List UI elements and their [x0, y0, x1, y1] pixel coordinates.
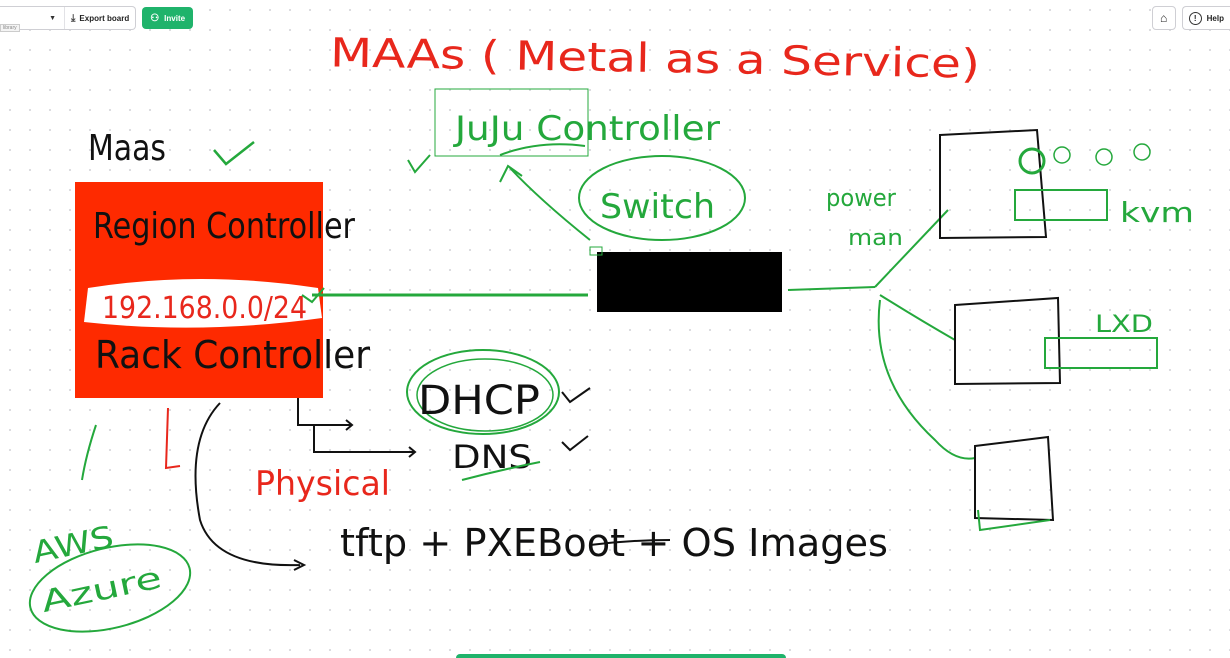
switch-to-servers-link[interactable]: [787, 286, 876, 291]
home-icon: ⌂: [1160, 11, 1168, 25]
exclamation-circle-icon: !: [1188, 11, 1202, 25]
rack-to-dhcp-line[interactable]: [297, 398, 354, 431]
switch-box[interactable]: [597, 252, 782, 312]
invite-button[interactable]: ⚇ Invite: [142, 7, 194, 29]
subnet-text[interactable]: 192.168.0.0/24: [102, 291, 307, 326]
vm-circle-1[interactable]: [1018, 147, 1046, 175]
chevron-down-icon: ▼: [49, 14, 56, 22]
dhcp-circle-inner[interactable]: [416, 358, 554, 432]
lxd-frame[interactable]: [1044, 337, 1158, 369]
switch-bubble[interactable]: [578, 155, 746, 241]
library-tag: library: [0, 24, 20, 32]
rack-controller-text[interactable]: Rack Controller: [95, 333, 370, 377]
kvm-text[interactable]: kvm: [1120, 196, 1194, 229]
vm-circle-2[interactable]: [1053, 146, 1071, 164]
vm-circle-4[interactable]: [1133, 143, 1151, 161]
subnet-highlight[interactable]: [84, 279, 322, 328]
cloud-arrow-green[interactable]: [81, 424, 97, 481]
switch-tab[interactable]: [589, 246, 603, 256]
dhcp-circle[interactable]: [406, 349, 560, 435]
juju-controller-text[interactable]: JuJu Controller: [453, 109, 720, 149]
server-box-1[interactable]: [939, 128, 1048, 240]
server-3-base[interactable]: [977, 509, 1051, 532]
kvm-frame[interactable]: [1014, 189, 1108, 221]
region-controller-text[interactable]: Region Controller: [93, 206, 355, 247]
rack-to-tftp-curve[interactable]: [194, 402, 307, 571]
add-user-icon: ⚇: [150, 12, 160, 24]
board-menu-button[interactable]: ▼: [0, 7, 64, 29]
dns-check[interactable]: [561, 435, 589, 452]
board-actions-group: ▼ ⤓ Export board: [0, 6, 137, 30]
rack-to-dns-line[interactable]: [313, 425, 417, 458]
juju-frame[interactable]: [434, 88, 589, 157]
vm-circle-3[interactable]: [1095, 148, 1113, 166]
cloud-circle[interactable]: [21, 529, 199, 646]
download-icon: ⤓: [71, 12, 76, 24]
dns-underline[interactable]: [461, 461, 541, 481]
maas-text[interactable]: Maas: [88, 128, 166, 169]
server-branch-mid[interactable]: [879, 294, 956, 341]
server-box-2[interactable]: [954, 296, 1062, 386]
bottom-panel-tab[interactable]: [456, 654, 786, 658]
cloud-arrow-red[interactable]: [164, 407, 181, 470]
dhcp-check[interactable]: [561, 387, 591, 404]
man-text[interactable]: man: [848, 226, 903, 251]
server-box-3[interactable]: [974, 435, 1055, 522]
top-left-toolbar: ▼ ⤓ Export board ⚇ Invite: [0, 6, 194, 30]
dhcp-text[interactable]: DHCP: [418, 378, 540, 424]
maas-check[interactable]: [213, 141, 255, 166]
link-check[interactable]: [301, 287, 325, 304]
lxd-text[interactable]: LXD: [1095, 310, 1153, 338]
juju-check[interactable]: [407, 154, 431, 174]
power-text[interactable]: power: [826, 184, 896, 212]
switch-text[interactable]: Switch: [600, 187, 715, 227]
azure-text[interactable]: Azure: [38, 560, 165, 620]
juju-underline[interactable]: [499, 143, 586, 156]
aws-text[interactable]: AWS: [29, 520, 116, 571]
title-text[interactable]: MAAs ( Metal as a Service): [330, 30, 981, 87]
help-button[interactable]: ! Help: [1181, 6, 1230, 30]
server-branch-bottom[interactable]: [877, 299, 976, 460]
invite-label: Invite: [164, 13, 186, 23]
top-right-toolbar: ⌂ ! Help: [1151, 6, 1230, 30]
pxeboot-underline[interactable]: [589, 539, 671, 546]
home-button[interactable]: ⌂: [1151, 6, 1176, 30]
export-board-label: Export board: [79, 13, 130, 23]
physical-text[interactable]: Physical: [255, 464, 390, 504]
dns-text[interactable]: DNS: [452, 438, 532, 476]
help-label: Help: [1206, 13, 1224, 23]
export-board-button[interactable]: ⤓ Export board: [64, 7, 135, 29]
switch-to-juju-arrow[interactable]: [499, 164, 591, 241]
